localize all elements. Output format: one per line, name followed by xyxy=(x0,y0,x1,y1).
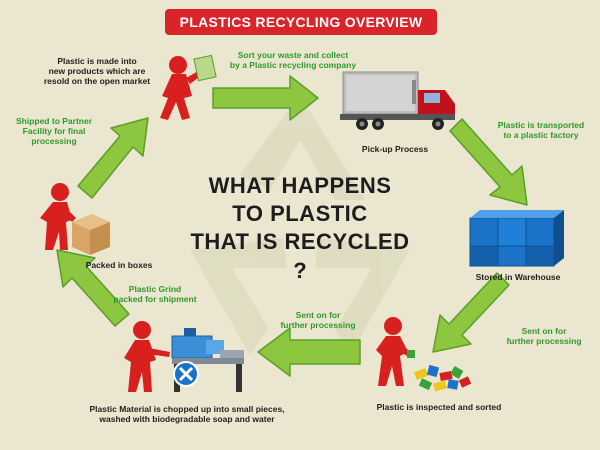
caption-shipped: Shipped to Partner Facility for final pr… xyxy=(4,116,104,146)
caption-line: further processing xyxy=(506,336,582,346)
truck-icon xyxy=(340,71,455,130)
caption-chopped: Plastic Material is chopped up into smal… xyxy=(62,404,312,424)
arrow-left-lower xyxy=(56,249,130,327)
caption-sort-collect: Sort your waste and collect by a Plastic… xyxy=(218,50,368,70)
caption-inspected: Plastic is inspected and sorted xyxy=(354,402,524,412)
center-question: WHAT HAPPENS TO PLASTIC THAT IS RECYCLED xyxy=(170,172,430,256)
caption-line: Plastic is made into xyxy=(57,56,137,66)
caption-line: Shipped to Partner xyxy=(15,116,93,126)
caption-line: resold on the open market xyxy=(43,76,151,86)
caption-line: Facility for final xyxy=(22,126,86,136)
caption-sent-center: Sent on for further processing xyxy=(268,310,368,330)
caption-transported: Plastic is transported to a plastic fact… xyxy=(486,120,596,140)
person-packing-box-icon xyxy=(40,183,76,250)
center-question-line: WHAT HAPPENS xyxy=(208,173,392,198)
person-recycling-icon xyxy=(160,54,217,120)
recycling-watermark-icon xyxy=(190,95,410,355)
caption-new-products: Plastic is made into new products which … xyxy=(32,56,162,86)
plastic-pieces-icon xyxy=(413,364,472,392)
arrow-left-upper xyxy=(77,117,149,199)
caption-pickup: Pick-up Process xyxy=(350,144,440,154)
caption-line: processing xyxy=(31,136,77,146)
center-question-line: TO PLASTIC xyxy=(232,201,368,226)
caption-sent-right: Sent on for further processing xyxy=(494,326,594,346)
person-inspecting-icon xyxy=(376,317,415,386)
page-title: PLASTICS RECYCLING OVERVIEW xyxy=(179,14,423,30)
caption-line: new products which are xyxy=(48,66,146,76)
caption-boxes: Packed in boxes xyxy=(74,260,164,270)
caption-line: Packed in boxes xyxy=(85,260,153,270)
caption-line: Plastic is inspected and sorted xyxy=(376,402,502,412)
arrow-top xyxy=(212,75,319,121)
caption-line: Pick-up Process xyxy=(361,144,429,154)
warehouse-cubes-icon xyxy=(469,210,564,267)
caption-line: Sort your waste and collect xyxy=(237,50,349,60)
caption-line: further processing xyxy=(280,320,356,330)
title-banner xyxy=(165,9,437,35)
arrow-right-lower xyxy=(432,272,510,353)
cardboard-box-icon xyxy=(72,214,110,255)
caption-line: Stored in Warehouse xyxy=(475,272,561,282)
question-mark: ? xyxy=(293,258,307,283)
caption-line: washed with biodegradable soap and water xyxy=(99,414,275,424)
caption-line: packed for shipment xyxy=(113,294,197,304)
caption-line: Plastic is transported xyxy=(497,120,585,130)
arrows xyxy=(56,75,528,377)
caption-grind: Plastic Grind packed for shipment xyxy=(100,284,210,304)
caption-line: by a Plastic recycling company xyxy=(229,60,357,70)
grinding-machine-icon xyxy=(171,328,244,392)
caption-line: Plastic Material is chopped up into smal… xyxy=(89,404,285,414)
caption-line: Sent on for xyxy=(521,326,567,336)
caption-line: Plastic Grind xyxy=(128,284,182,294)
center-question-line: THAT IS RECYCLED xyxy=(190,229,410,254)
caption-warehouse: Stored in Warehouse xyxy=(468,272,568,282)
arrow-right-upper xyxy=(449,118,528,206)
arrow-bottom xyxy=(257,327,361,377)
person-operating-machine-icon xyxy=(124,321,170,392)
caption-line: Sent on for xyxy=(295,310,341,320)
caption-line: to a plastic factory xyxy=(503,130,579,140)
